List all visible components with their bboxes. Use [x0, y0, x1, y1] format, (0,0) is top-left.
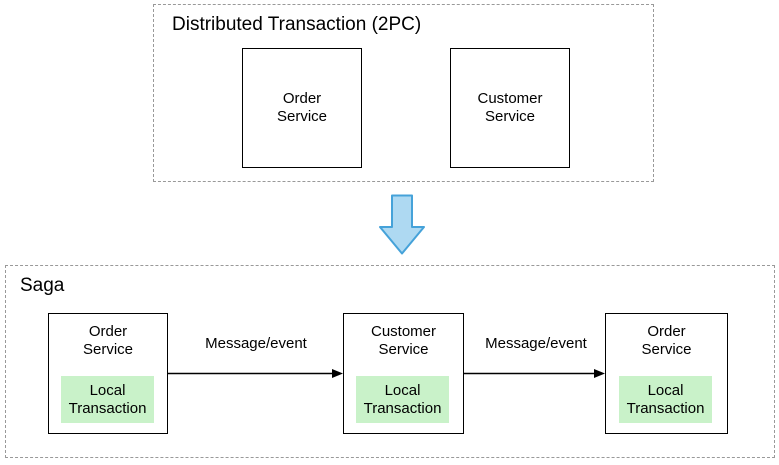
distributed-transaction-container: [153, 4, 654, 182]
customer-service-box-2pc: Customer Service: [450, 48, 570, 168]
order-service-box-2pc: Order Service: [242, 48, 362, 168]
distributed-transaction-title: Distributed Transaction (2PC): [172, 14, 422, 35]
message-event-label-1: Message/event: [205, 335, 307, 352]
message-arrow-2: [464, 366, 606, 381]
saga-order-service-box-1: Order Service Local Transaction: [48, 313, 168, 434]
saga-order-service-label-2: Order Service: [641, 323, 692, 358]
right-arrow-icon: [168, 369, 343, 378]
saga-title: Saga: [20, 275, 65, 296]
saga-order-service-label-1: Order Service: [82, 323, 134, 358]
saga-container: [5, 265, 775, 458]
down-arrow-shape: [378, 194, 426, 256]
local-transaction-box: Local Transaction: [356, 376, 449, 423]
message-event-label-2: Message/event: [485, 335, 587, 352]
right-arrow-icon: [464, 369, 605, 378]
local-transaction-box: Local Transaction: [61, 376, 154, 423]
saga-order-service-box-2: Order Service Local Transaction: [605, 313, 728, 434]
local-transaction-box: Local Transaction: [619, 376, 712, 423]
saga-customer-service-label: Customer Service: [370, 323, 437, 358]
message-arrow-1: [168, 366, 344, 381]
down-arrow-icon: [379, 194, 425, 255]
saga-customer-service-box: Customer Service Local Transaction: [343, 313, 464, 434]
